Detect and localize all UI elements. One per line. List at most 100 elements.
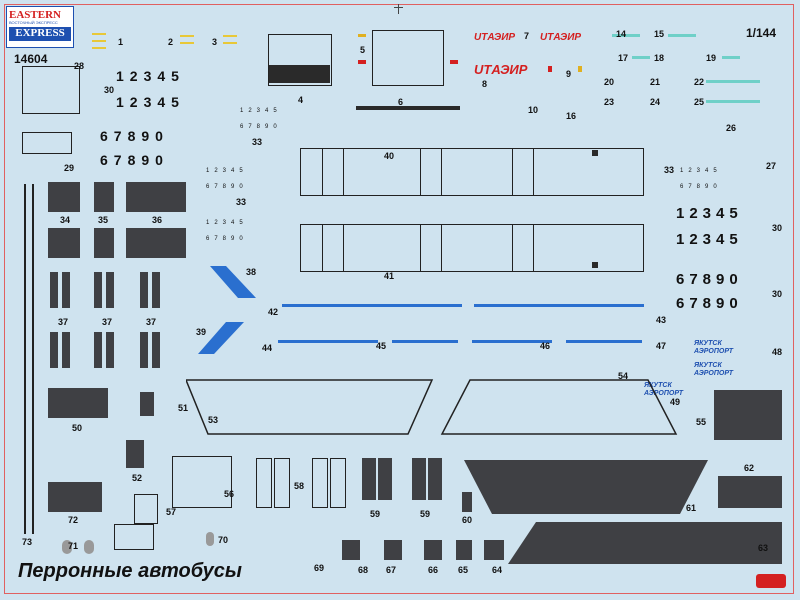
small-digits: 67890 [206, 236, 248, 242]
brand-tagline: ВОСТОЧНЫЙ ЭКСПРЕСС [9, 20, 58, 25]
decal-58-door [274, 458, 290, 508]
decal-6-strip [356, 106, 460, 110]
decal-panel [62, 332, 70, 368]
decal-number: 71 [68, 541, 79, 551]
decal-68-panel [342, 540, 360, 560]
decal-number: 46 [540, 341, 551, 351]
decal-53-roof [186, 379, 434, 435]
decal-number: 33 [236, 197, 247, 207]
decal-71-mark [62, 540, 72, 554]
decal-number: 26 [726, 123, 737, 133]
decal-18 [632, 56, 650, 59]
small-square [592, 262, 598, 268]
decal-47-stripe [566, 340, 642, 343]
decal-number: 50 [72, 423, 83, 433]
decal-54-roof [440, 379, 678, 435]
decal-41-side [300, 224, 644, 272]
decal-panel [140, 332, 148, 368]
decal-panel [126, 228, 186, 258]
brand-line1: EASTERN [9, 9, 61, 21]
scale-label: 1/144 [746, 26, 777, 40]
decal-number: 14 [616, 29, 627, 39]
decal-64-panel [484, 540, 504, 560]
airport-logo-line1: ЯКУТСК [694, 340, 722, 347]
decal-number: 7 [524, 31, 530, 41]
decal-9-mark [578, 66, 582, 72]
decal-71-mark [84, 540, 94, 554]
decal-number: 34 [60, 215, 71, 225]
decal-number: 4 [298, 95, 304, 105]
decal-number: 40 [384, 151, 395, 161]
digits-row: 12345 [116, 68, 185, 84]
decal-number: 68 [358, 565, 369, 575]
decal-number: 54 [618, 371, 629, 381]
kit-number: 14604 [14, 52, 48, 66]
decal-number: 64 [492, 565, 503, 575]
decal-number: 42 [268, 307, 279, 317]
decal-59-panel [428, 458, 442, 500]
decal-number: 23 [604, 97, 615, 107]
decal-62-panel [718, 476, 782, 508]
airport-logo-line2: АЭРОПОРТ [644, 390, 684, 397]
decal-44-stripe [278, 340, 378, 343]
decal-number: 57 [166, 507, 177, 517]
decal-number: 22 [694, 77, 705, 87]
decal-number: 29 [64, 163, 75, 173]
small-digits: 12345 [206, 220, 248, 226]
decal-9-mark [548, 66, 552, 72]
decal-3-mark [223, 42, 237, 44]
decal-number: 51 [178, 403, 189, 413]
small-square [592, 150, 598, 156]
decal-42-stripe [282, 304, 462, 307]
decal-panel [48, 228, 80, 258]
decal-panel [94, 332, 102, 368]
decal-5-front-window [372, 30, 444, 86]
digits-row: 67890 [676, 271, 743, 288]
decal-50-panel [48, 388, 108, 418]
decal-59-panel [362, 458, 376, 500]
door-outline [420, 148, 442, 196]
decal-number: 45 [376, 341, 387, 351]
decal-52-panel [126, 440, 144, 468]
decal-number: 2 [168, 37, 174, 47]
decal-number: 65 [458, 565, 469, 575]
small-digits: 67890 [206, 184, 248, 190]
decal-65-panel [456, 540, 472, 560]
decal-number: 21 [650, 77, 661, 87]
decal-number: 19 [706, 53, 717, 63]
decal-4-rear-window [268, 34, 332, 86]
decal-40-side [300, 148, 644, 196]
decal-1-mark [92, 47, 106, 49]
decal-2-mark [180, 42, 194, 44]
decal-number: 3 [212, 37, 218, 47]
small-digits: 12345 [680, 168, 722, 174]
decal-51-panel [140, 392, 154, 416]
decal-15 [668, 34, 696, 37]
decal-number: 8 [482, 79, 488, 89]
decal-2-mark [180, 35, 194, 37]
decal-45-stripe [392, 340, 458, 343]
decal-number: 5 [360, 45, 366, 55]
decal-number: 16 [566, 111, 577, 121]
decal-5-light [358, 60, 366, 64]
decal-67-panel [384, 540, 402, 560]
decal-number: 37 [58, 317, 69, 327]
digits-row: 12345 [116, 94, 185, 110]
decal-5-light [450, 60, 458, 64]
decal-55-panel [714, 390, 782, 440]
small-digits: 12345 [206, 168, 248, 174]
decal-number: 62 [744, 463, 755, 473]
decal-number: 49 [670, 397, 681, 407]
decal-number: 55 [696, 417, 707, 427]
decal-number: 43 [656, 315, 667, 325]
decal-37-panel [140, 272, 148, 308]
airport-logo-line2: АЭРОПОРТ [694, 348, 734, 355]
decal-66-panel [424, 540, 442, 560]
decal-73-strip [32, 184, 34, 534]
decal-37-panel [94, 272, 102, 308]
decal-29-window [22, 132, 72, 154]
decal-number: 72 [68, 515, 79, 525]
decal-28-window [22, 66, 80, 114]
decal-number: 56 [224, 489, 235, 499]
